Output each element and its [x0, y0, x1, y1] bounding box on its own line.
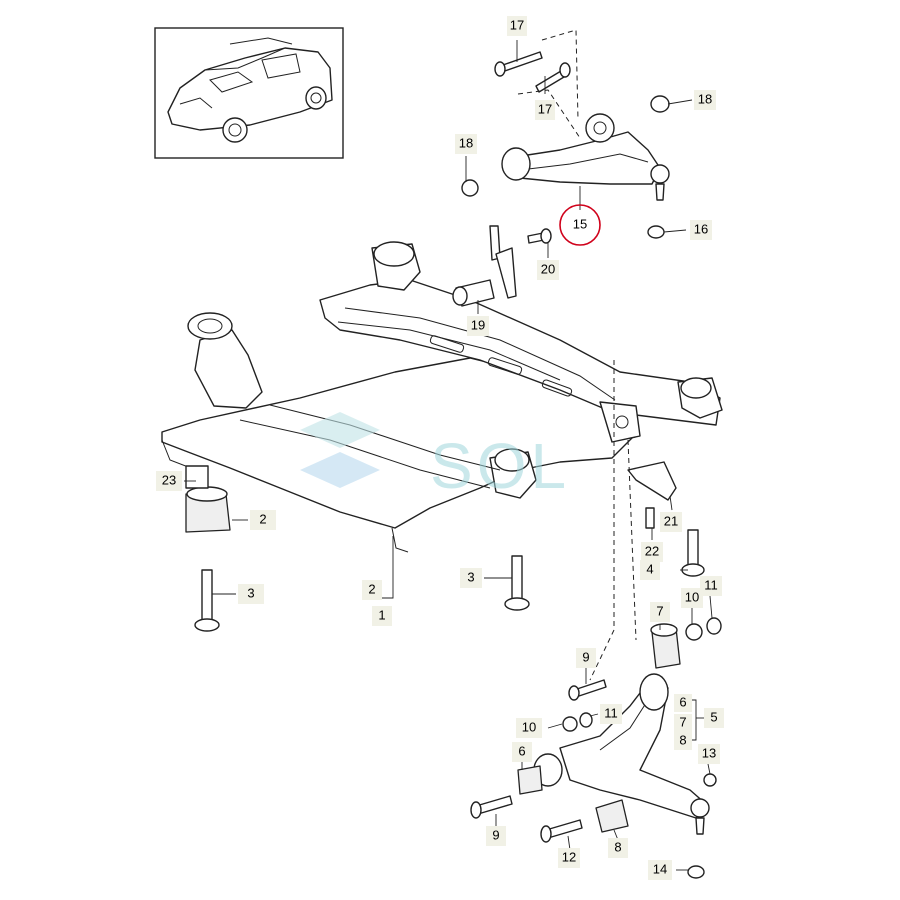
callout-9a: 9 — [576, 648, 596, 668]
svg-text:9: 9 — [582, 649, 589, 664]
svg-text:23: 23 — [162, 472, 176, 487]
callout-6b: 6 — [512, 742, 532, 762]
svg-text:18: 18 — [698, 91, 712, 106]
callout-23: 23 — [156, 471, 182, 491]
vehicle-thumbnail — [154, 27, 344, 159]
callout-2b: 2 — [362, 580, 382, 600]
left-bushing — [185, 465, 231, 632]
svg-text:18: 18 — [459, 135, 473, 150]
callout-8a: 8 — [674, 732, 692, 750]
callout-17b: 17 — [535, 100, 555, 120]
svg-text:11: 11 — [704, 577, 718, 592]
svg-text:3: 3 — [467, 569, 474, 584]
callout-10a: 10 — [681, 588, 703, 608]
svg-text:16: 16 — [694, 221, 708, 236]
callout-7b: 7 — [674, 714, 692, 732]
svg-text:6: 6 — [518, 743, 525, 758]
callout-3b: 3 — [460, 568, 482, 588]
callout-3: 3 — [238, 584, 264, 604]
callout-22: 22 — [641, 542, 663, 562]
callout-14: 14 — [648, 860, 672, 880]
center-bolt — [504, 555, 530, 611]
level-sensor — [452, 225, 552, 307]
watermark: SOL — [300, 412, 570, 502]
svg-text:10: 10 — [522, 719, 536, 734]
callout-20: 20 — [537, 260, 559, 280]
highlight-ring — [559, 204, 601, 246]
callout-15: 15 — [573, 216, 587, 231]
watermark-text: SOL — [430, 430, 570, 502]
lower-arm-hardware — [470, 360, 722, 843]
svg-text:6: 6 — [679, 694, 686, 709]
callout-2a: 2 — [250, 510, 276, 530]
svg-text:8: 8 — [679, 732, 686, 747]
callout-9b: 9 — [486, 826, 506, 846]
svg-text:2: 2 — [368, 581, 375, 596]
upper-control-arm — [461, 95, 670, 239]
svg-text:4: 4 — [646, 561, 653, 576]
callout-21: 21 — [660, 512, 682, 532]
svg-text:17: 17 — [510, 17, 524, 32]
callout-19: 19 — [467, 316, 489, 336]
svg-text:20: 20 — [541, 261, 555, 276]
svg-text:10: 10 — [685, 589, 699, 604]
callout-8b: 8 — [608, 838, 628, 858]
callout-16: 16 — [690, 220, 712, 240]
callout-18a: 18 — [694, 90, 716, 110]
callout-13: 13 — [698, 744, 720, 764]
svg-text:5: 5 — [710, 709, 717, 724]
callout-17a: 17 — [507, 16, 527, 36]
subframe — [161, 241, 723, 553]
svg-text:19: 19 — [471, 317, 485, 332]
callout-11a: 11 — [700, 576, 722, 596]
callout-5: 5 — [704, 708, 724, 728]
callout-18b: 18 — [455, 134, 477, 154]
svg-text:12: 12 — [562, 849, 576, 864]
right-bracket — [627, 461, 705, 577]
svg-text:7: 7 — [679, 714, 686, 729]
svg-text:15: 15 — [573, 216, 587, 231]
lower-control-arm — [533, 673, 717, 879]
svg-text:2: 2 — [259, 511, 266, 526]
callout-12: 12 — [558, 848, 580, 868]
callout-7a: 7 — [650, 602, 670, 622]
svg-text:11: 11 — [604, 705, 618, 720]
callout-4: 4 — [640, 560, 660, 580]
svg-text:8: 8 — [614, 839, 621, 854]
svg-text:17: 17 — [538, 101, 552, 116]
svg-text:21: 21 — [664, 513, 678, 528]
svg-text:7: 7 — [656, 603, 663, 618]
callout-6a: 6 — [674, 694, 692, 712]
callout-1: 1 — [372, 606, 392, 626]
svg-text:3: 3 — [247, 585, 254, 600]
callout-labels: 17 17 18 18 15 16 20 19 23 2 3 2 1 3 21 … — [156, 16, 724, 880]
svg-text:9: 9 — [492, 827, 499, 842]
callout-11b: 11 — [600, 704, 622, 724]
bolts-17 — [494, 29, 581, 139]
svg-text:13: 13 — [702, 745, 716, 760]
svg-text:14: 14 — [653, 861, 667, 876]
svg-text:1: 1 — [378, 607, 385, 622]
callout-10b: 10 — [516, 718, 542, 738]
svg-text:22: 22 — [645, 543, 659, 558]
